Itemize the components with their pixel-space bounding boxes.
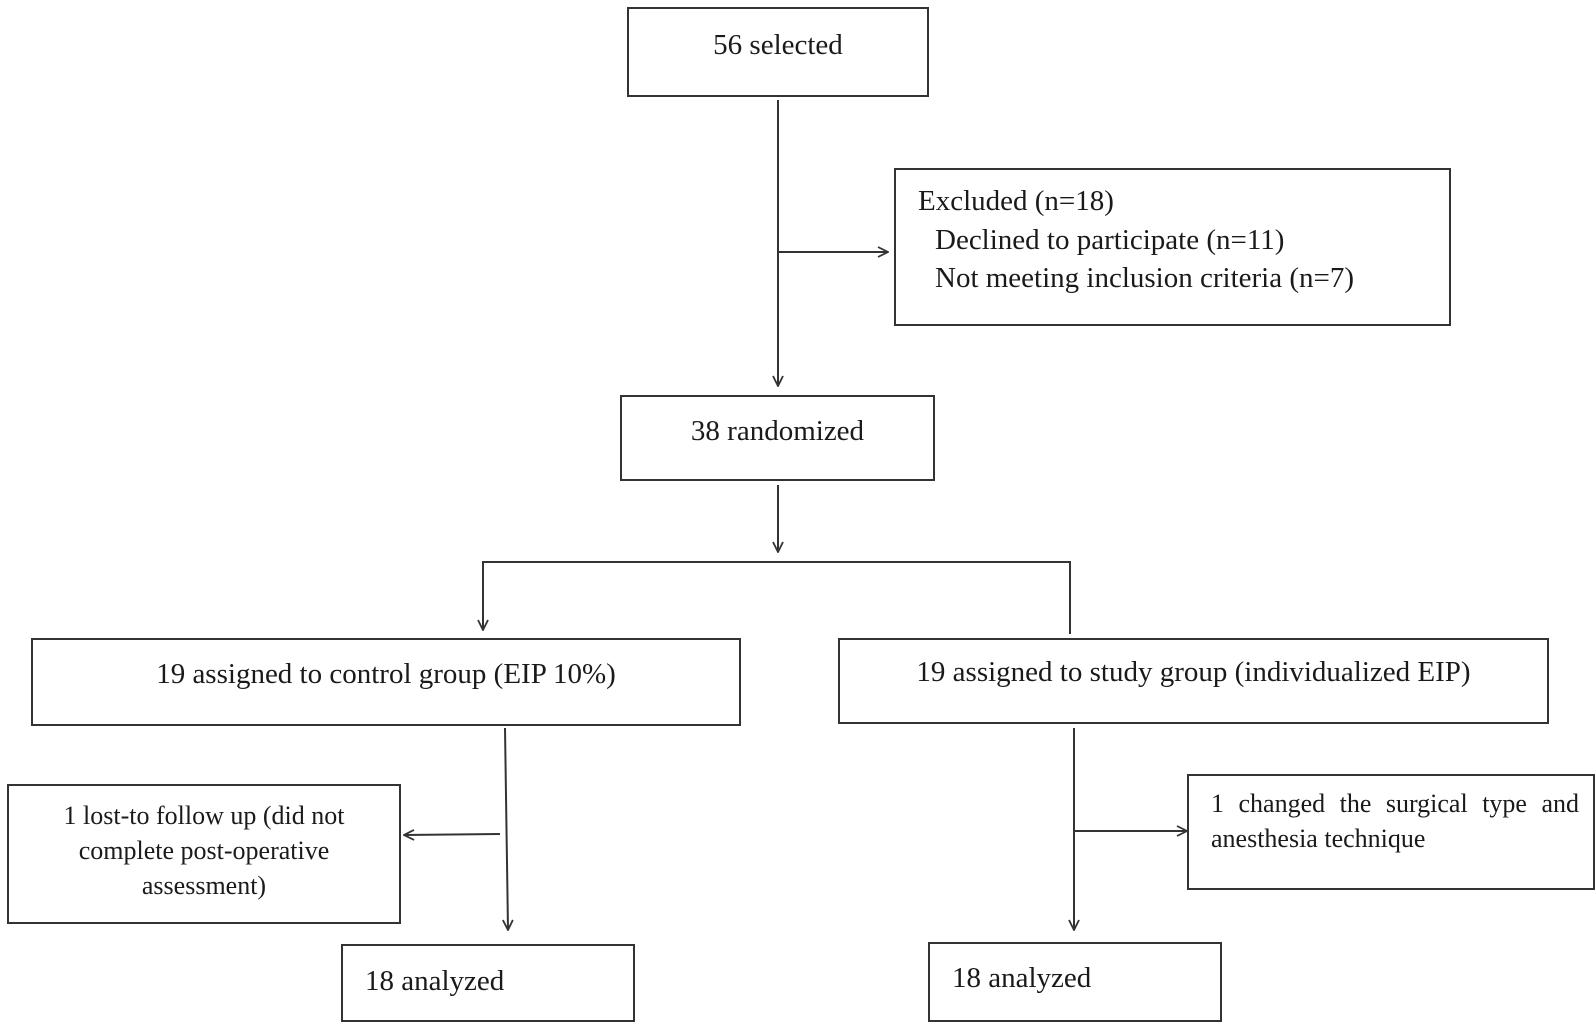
study-group-label: 19 assigned to study group (individualiz… (916, 656, 1471, 688)
excluded-declined: Declined to participate (n=11) (935, 224, 1285, 256)
arrow-control-to-analyzed (505, 727, 508, 930)
excluded-title: Excluded (n=18) (918, 185, 1114, 217)
study-group-box: 19 assigned to study group (individualiz… (838, 638, 1549, 724)
study-analyzed-box: 18 analyzed (928, 942, 1222, 1022)
excluded-not-meeting: Not meeting inclusion criteria (n=7) (935, 262, 1355, 294)
study-analyzed-label: 18 analyzed (952, 962, 1092, 994)
changed-technique-text: 1 changed the surgical type and anesthes… (1211, 789, 1579, 853)
control-group-label: 19 assigned to control group (EIP 10%) (156, 658, 616, 690)
control-group-box: 19 assigned to control group (EIP 10%) (31, 638, 741, 726)
arrow-to-lost (404, 834, 501, 835)
randomized-box: 38 randomized (620, 395, 935, 481)
lost-to-follow-up-box: 1 lost-to follow up (did not complete po… (7, 784, 401, 924)
selected-box: 56 selected (627, 7, 929, 97)
selected-label: 56 selected (713, 29, 843, 61)
changed-technique-box: 1 changed the surgical type and anesthes… (1187, 774, 1595, 890)
split-line (482, 561, 1071, 634)
lost-line-3: assessment) (141, 871, 267, 900)
randomized-label: 38 randomized (690, 415, 865, 447)
excluded-box: Excluded (n=18) Declined to participate … (894, 168, 1451, 326)
lost-line-1: 1 lost-to follow up (did not (63, 801, 345, 830)
control-analyzed-label: 18 analyzed (365, 965, 505, 997)
control-analyzed-box: 18 analyzed (341, 944, 635, 1022)
lost-line-2: complete post-operative (78, 836, 330, 865)
